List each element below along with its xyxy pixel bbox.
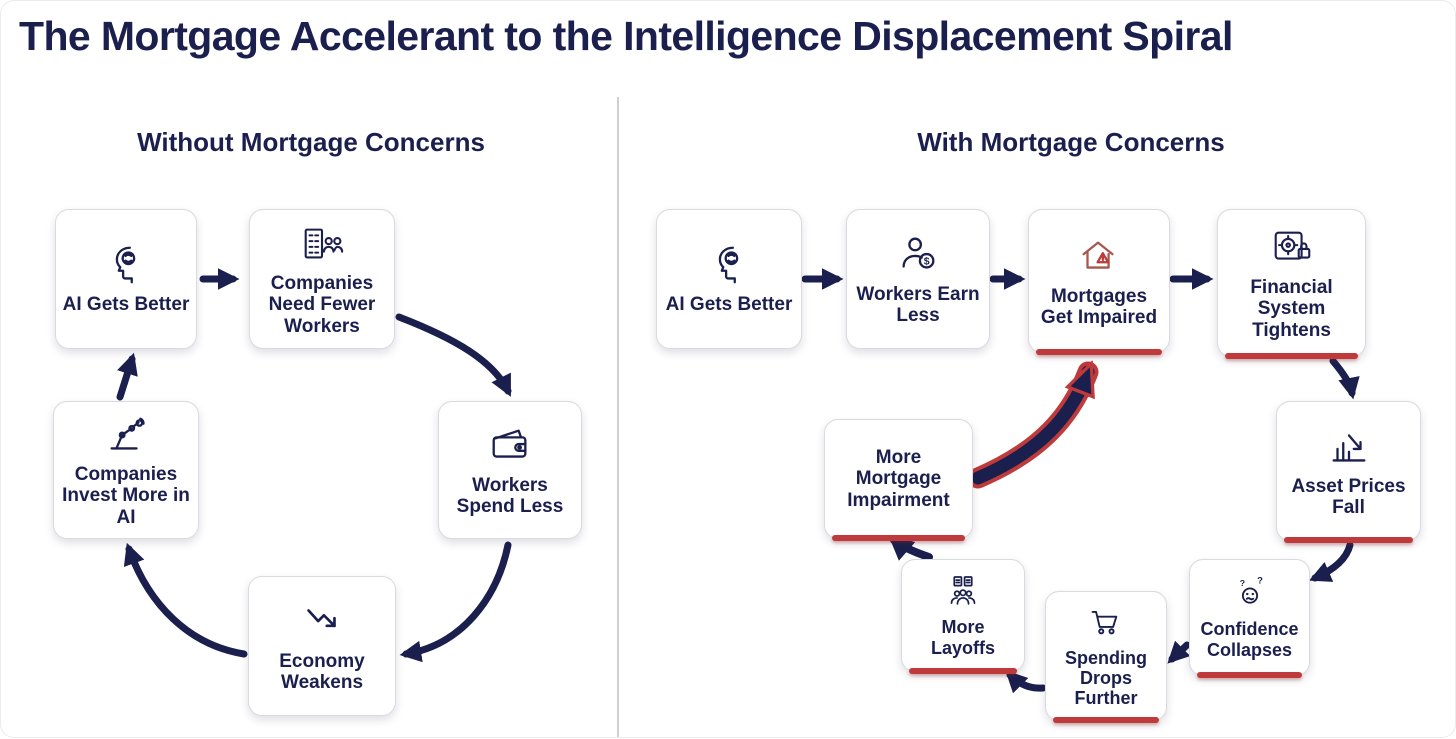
node-economy-weakens: Economy Weakens	[248, 576, 396, 716]
robot-arm-icon	[100, 412, 152, 458]
node-confidence-collapses: ? ? Confidence Collapses	[1189, 559, 1310, 678]
node-label: Spending Drops Further	[1065, 647, 1147, 709]
cart-icon	[1085, 604, 1127, 642]
chart-down-icon	[1323, 424, 1375, 470]
ai-brain-icon	[100, 242, 152, 288]
svg-text:?: ?	[1257, 576, 1263, 587]
page-title: The Mortgage Accelerant to the Intellige…	[19, 13, 1233, 59]
arrow-r-financial-to-asset	[1329, 357, 1360, 400]
node-companies-need-fewer-workers: Companies Need Fewer Workers	[249, 209, 395, 349]
decline-arrow-icon	[296, 599, 348, 645]
node-mortgages-get-impaired: Mortgages Get Impaired	[1028, 209, 1170, 355]
node-label: Workers Earn Less	[856, 283, 980, 326]
node-label: Workers Spend Less	[456, 474, 564, 517]
node-label: More Layoffs	[930, 617, 995, 658]
node-label: AI Gets Better	[62, 294, 190, 316]
svg-text:$: $	[924, 255, 930, 267]
node-asset-prices-fall: Asset Prices Fall	[1276, 401, 1421, 543]
arrow-l-invest-to-ai	[116, 352, 138, 401]
node-workers-earn-less: $ Workers Earn Less	[846, 209, 990, 349]
node-more-layoffs: More Layoffs	[901, 559, 1025, 674]
node-label: Asset Prices Fall	[1291, 475, 1406, 518]
node-companies-invest-more-in-ai: Companies Invest More in AI	[53, 401, 199, 539]
arrow-l-companies-to-spend	[395, 313, 512, 397]
node-label: Economy Weakens	[279, 650, 365, 693]
safe-lock-icon	[1266, 225, 1318, 271]
arrow-r-asset-to-confidence	[1309, 541, 1354, 582]
node-label: Companies Need Fewer Workers	[268, 273, 376, 337]
node-spending-drops-further: Spending Drops Further	[1045, 591, 1167, 723]
worker-earnings-icon: $	[892, 232, 944, 278]
arrow-r-confidence-to-spending	[1167, 640, 1191, 664]
arrow-l-spend-to-economy	[399, 541, 512, 663]
wallet-icon	[484, 423, 536, 469]
node-label: More Mortgage Impairment	[847, 447, 950, 511]
node-workers-spend-less: Workers Spend Less	[438, 401, 582, 539]
node-label: Mortgages Get Impaired	[1040, 285, 1158, 328]
arrow-r-spending-to-layoffs	[1005, 670, 1047, 694]
company-workers-icon	[296, 221, 348, 267]
node-financial-system-tightens: Financial System Tightens	[1217, 209, 1366, 359]
left-panel-heading: Without Mortgage Concerns	[137, 127, 485, 157]
arrow-r-layoffs-to-impairment	[888, 535, 933, 561]
node-label: Financial System Tightens	[1250, 277, 1333, 341]
worried-person-icon: ? ?	[1229, 575, 1271, 613]
node-label: AI Gets Better	[665, 294, 793, 316]
node-ai-gets-better-right: AI Gets Better	[656, 209, 802, 349]
house-warning-icon	[1073, 234, 1125, 280]
panel-divider	[617, 97, 619, 737]
ai-brain-icon	[703, 242, 755, 288]
node-more-mortgage-impairment: More Mortgage Impairment	[824, 419, 973, 541]
node-label: Confidence Collapses	[1200, 619, 1299, 660]
arrow-r-impairment-to-mortgage	[967, 372, 1099, 489]
svg-text:?: ?	[1239, 578, 1244, 588]
node-label: Companies Invest More in AI	[62, 464, 190, 528]
right-panel-heading: With Mortgage Concerns	[917, 127, 1225, 157]
arrow-l-economy-to-invest	[123, 542, 248, 658]
layoffs-icon	[942, 573, 984, 611]
node-ai-gets-better-left: AI Gets Better	[55, 209, 197, 349]
